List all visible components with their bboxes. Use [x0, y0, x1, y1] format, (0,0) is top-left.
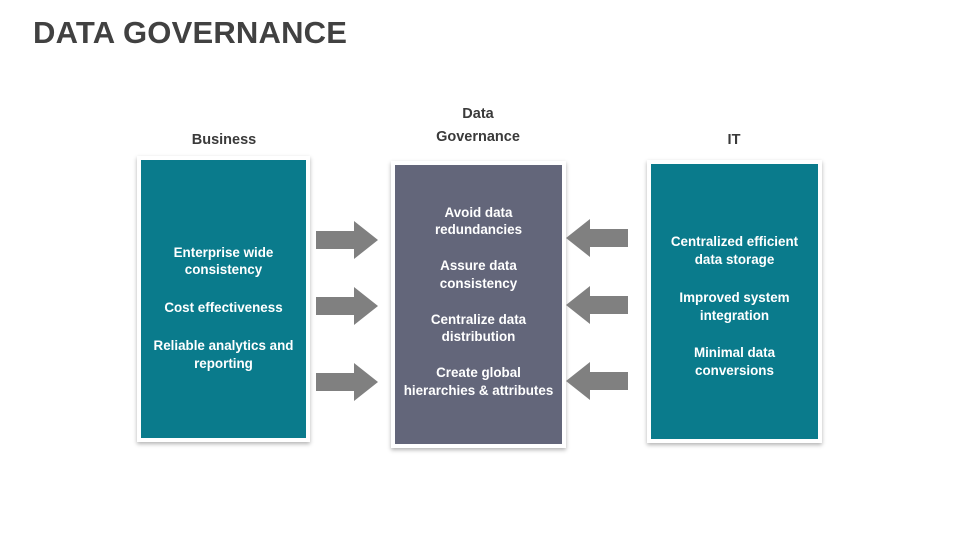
column-header-data-governance: Data Governance — [392, 103, 564, 150]
column-header-line-2: Governance — [436, 129, 520, 146]
list-item: Reliable analytics and reporting — [153, 337, 294, 371]
list-item: Minimal data conversions — [693, 345, 776, 378]
list-item: Centralize data distribution — [430, 311, 527, 345]
panel-data-governance[interactable]: Avoid data redundancies Assure data cons… — [391, 161, 566, 448]
list-item: Avoid data redundancies — [434, 204, 523, 238]
list-item: Enterprise wide consistency — [173, 244, 274, 278]
arrow-right-icon — [316, 287, 378, 325]
list-item: Improved system integration — [679, 289, 790, 323]
column-header-business: Business — [191, 132, 257, 148]
column-header-it: IT — [727, 132, 741, 148]
panel-data-governance-items: Avoid data redundancies Assure data cons… — [395, 204, 562, 400]
panel-it-items: Centralized efficient data storage Impro… — [651, 233, 818, 379]
arrow-left-icon — [566, 219, 628, 257]
panel-business-items: Enterprise wide consistency Cost effecti… — [141, 244, 306, 372]
page-title: DATA GOVERNANCE — [33, 15, 348, 50]
arrow-left-icon — [566, 286, 628, 324]
arrow-left-icon — [566, 362, 628, 400]
arrow-right-icon — [316, 221, 378, 259]
list-item: Assure data consistency — [439, 258, 518, 291]
list-item: Cost effectiveness — [164, 300, 283, 316]
list-item: Create global hierarchies & attributes — [403, 364, 554, 398]
panel-it[interactable]: Centralized efficient data storage Impro… — [647, 160, 822, 443]
panel-business[interactable]: Enterprise wide consistency Cost effecti… — [137, 156, 310, 442]
column-header-line-1: Data — [462, 106, 494, 122]
list-item: Centralized efficient data storage — [670, 234, 799, 268]
arrow-right-icon — [316, 363, 378, 401]
